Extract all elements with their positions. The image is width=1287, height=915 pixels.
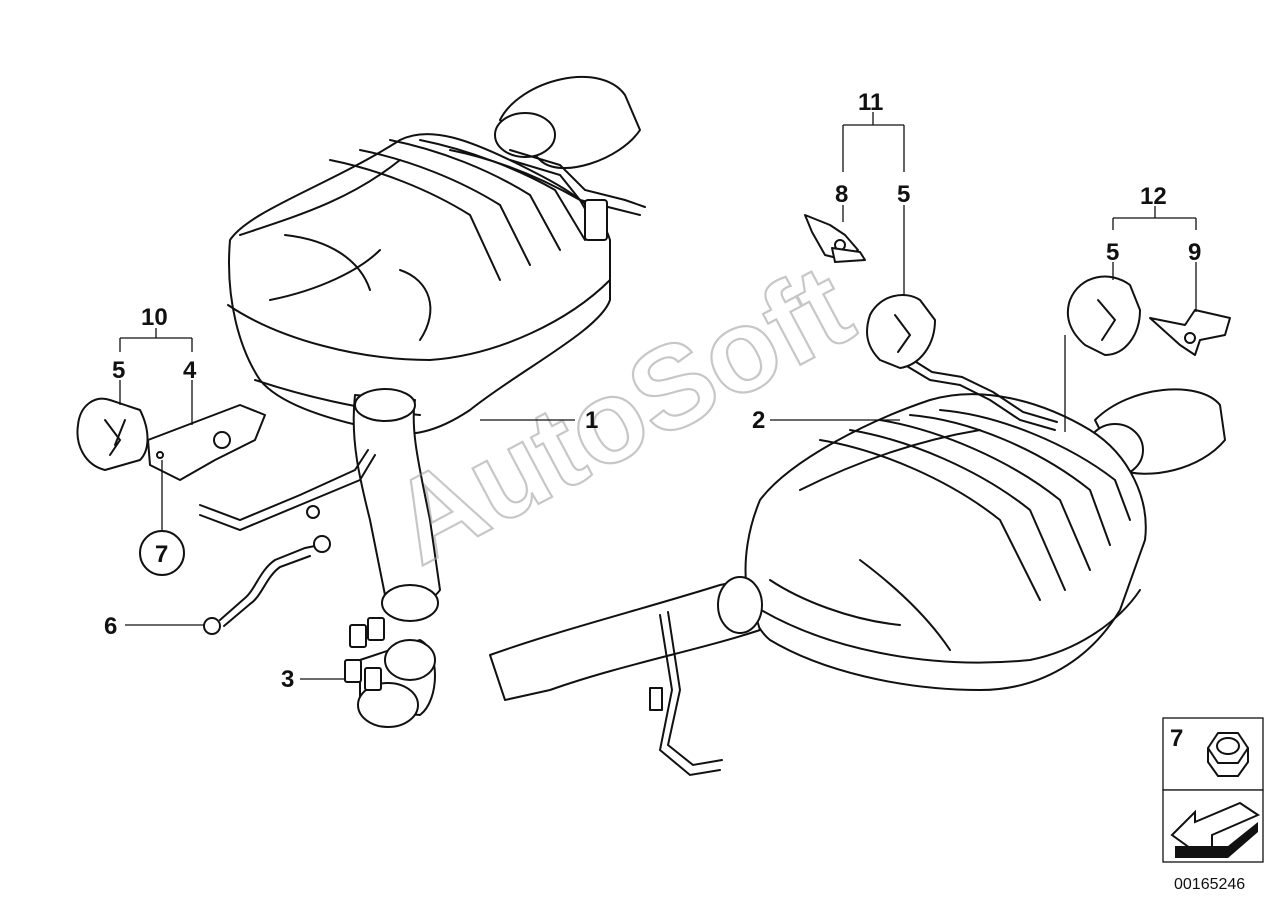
rubber-mount-12 [1066, 275, 1141, 356]
bracket-8 [804, 214, 866, 263]
callout-9: 9 [1188, 239, 1201, 266]
rubber-mount-left [76, 397, 149, 471]
callout-11: 11 [858, 89, 883, 116]
callout-10: 10 [141, 304, 168, 331]
rear-muffler-left [199, 75, 646, 622]
leader-lines [119, 112, 1197, 680]
direction-arrow-icon [1170, 801, 1261, 858]
pipe-clamp [344, 617, 436, 728]
legend-nut-box: 7 [1162, 717, 1264, 791]
legend-nut-label: 7 [1170, 725, 1183, 752]
callout-3: 3 [281, 666, 294, 693]
callout-1: 1 [585, 407, 598, 434]
rear-muffler-right [489, 354, 1226, 777]
callout-7: 7 [155, 541, 168, 568]
document-id: 00165246 [1174, 876, 1245, 893]
ground-strap [203, 535, 331, 635]
bracket-9 [1149, 309, 1231, 356]
callouts: 1 2 3 4 5 5 5 6 7 8 9 10 11 12 [104, 89, 1201, 693]
callout-5-group11: 5 [897, 181, 910, 208]
callout-12: 12 [1140, 183, 1167, 210]
legend-direction-box [1162, 789, 1264, 863]
rubber-mount-11 [866, 294, 936, 369]
bracket-left [147, 404, 266, 481]
callout-4: 4 [183, 357, 197, 384]
callout-6: 6 [104, 613, 117, 640]
callout-2: 2 [752, 407, 765, 434]
callout-7-circle [139, 530, 185, 576]
callout-8: 8 [835, 181, 848, 208]
callout-5-left: 5 [112, 357, 125, 384]
hex-nut-icon [1207, 732, 1249, 777]
callout-5-group12: 5 [1106, 239, 1119, 266]
